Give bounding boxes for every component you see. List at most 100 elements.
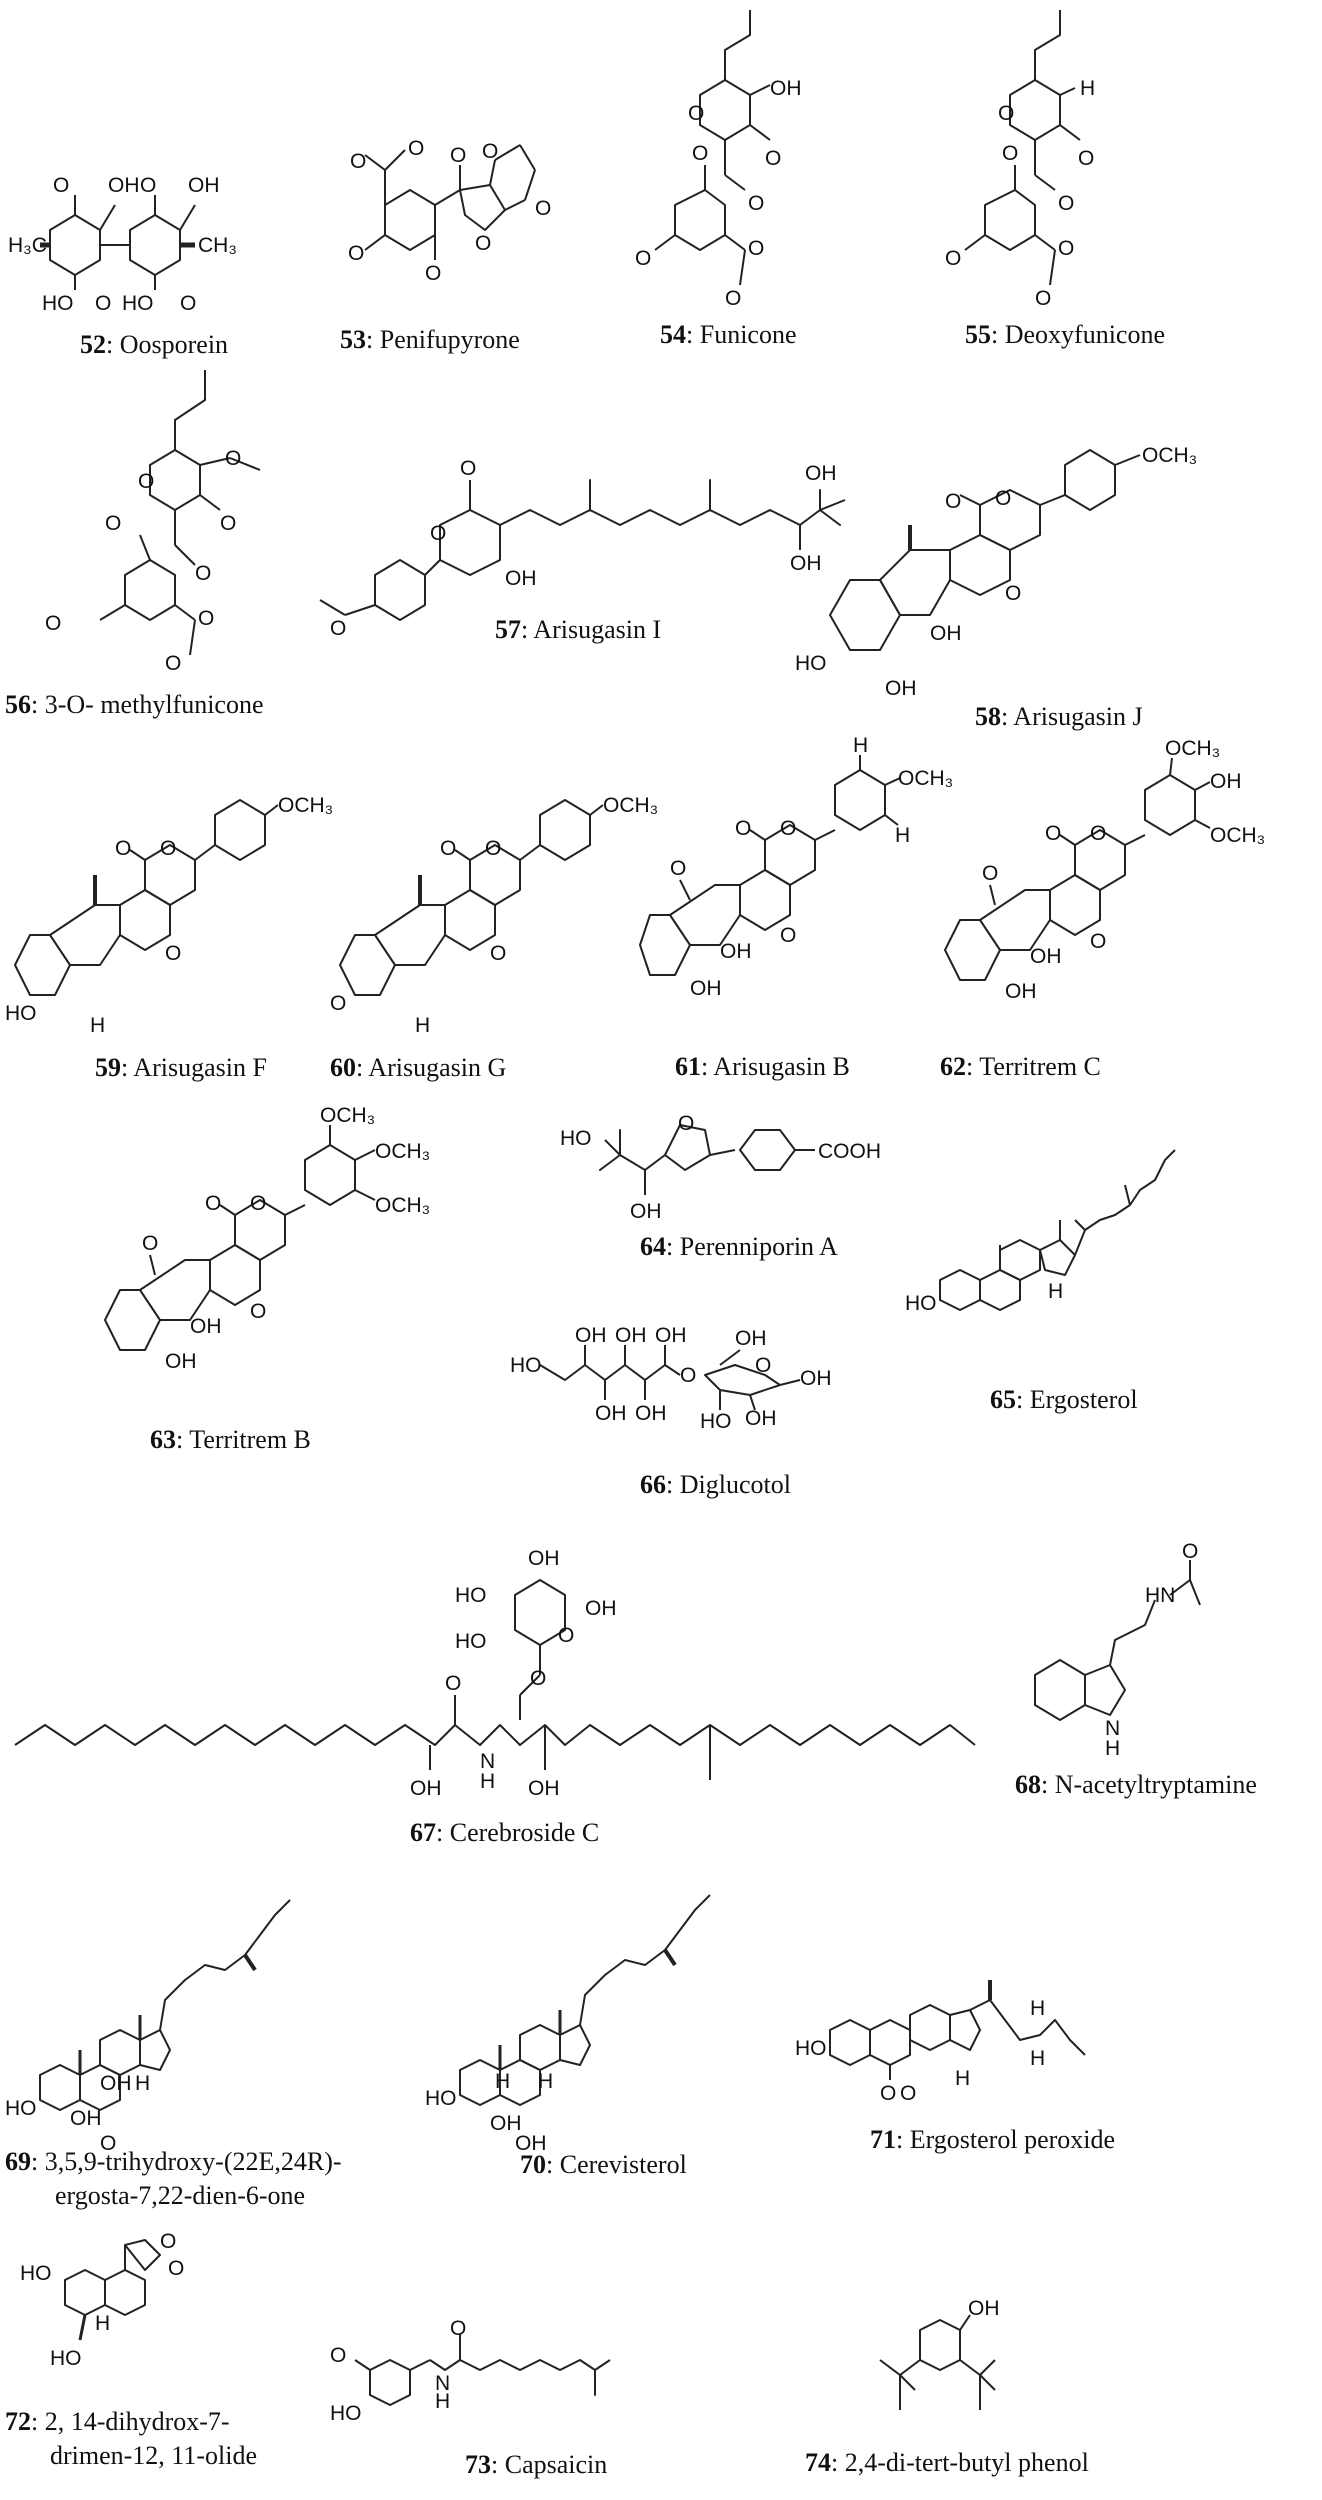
compound-label-71: 71: Ergosterol peroxide (870, 2125, 1116, 2154)
svg-text:OH: OH (735, 1327, 767, 1350)
structure-65-ergosterol: HOH (905, 1149, 1176, 1315)
svg-text:HO: HO (455, 1630, 487, 1653)
svg-text:O: O (450, 144, 466, 167)
svg-text:H: H (95, 2312, 110, 2335)
compound-label-57: 57: Arisugasin I (495, 615, 662, 644)
compound-label-62: 62: Territrem C (940, 1052, 1101, 1081)
compound-label-61: 61: Arisugasin B (675, 1052, 850, 1081)
compound-label-72-line1: 72: 2, 14-dihydrox-7- (5, 2407, 230, 2436)
svg-text:O: O (460, 457, 476, 480)
svg-text:OH: OH (720, 940, 752, 963)
compound-label-63: 63: Territrem B (150, 1425, 311, 1454)
svg-text:O: O (95, 292, 111, 315)
svg-text:OH: OH (1030, 945, 1062, 968)
svg-text:HO: HO (510, 1354, 542, 1377)
svg-text:OH: OH (885, 677, 917, 700)
svg-text:OH: OH (690, 977, 722, 1000)
svg-text:O: O (250, 1192, 266, 1215)
svg-text:HO: HO (5, 2097, 37, 2120)
svg-text:O: O (1090, 930, 1106, 953)
compound-label-64: 64: Perenniporin A (640, 1232, 838, 1261)
svg-text:OH: OH (930, 622, 962, 645)
svg-text:O: O (140, 174, 156, 197)
compound-label-60: 60: Arisugasin G (330, 1053, 507, 1082)
svg-text:O: O (900, 2082, 916, 2105)
svg-text:OH: OH (100, 2072, 132, 2095)
svg-text:H: H (1030, 1997, 1045, 2020)
svg-text:O: O (168, 2257, 184, 2280)
svg-text:O: O (1035, 287, 1051, 310)
compound-label-59: 59: Arisugasin F (95, 1053, 267, 1082)
compound-label-69: 69: 3,5,9-trihydroxy-(22E,24R)- ergosta-… (5, 2145, 342, 2213)
svg-text:O: O (225, 447, 241, 470)
svg-text:N: N (435, 2372, 450, 2395)
svg-text:OCH₃: OCH₃ (375, 1194, 430, 1217)
svg-text:O: O (1005, 582, 1021, 605)
svg-text:O: O (408, 137, 424, 160)
svg-text:O: O (180, 292, 196, 315)
svg-text:O: O (535, 197, 551, 220)
svg-text:HO: HO (20, 2262, 52, 2285)
svg-text:O: O (198, 607, 214, 630)
svg-text:O: O (945, 247, 961, 270)
svg-text:H: H (955, 2067, 970, 2090)
svg-text:O: O (250, 1300, 266, 1323)
compound-label-54: 54: Funicone (660, 320, 797, 349)
svg-text:OCH₃: OCH₃ (375, 1140, 430, 1163)
svg-text:O: O (195, 562, 211, 585)
svg-text:HO: HO (700, 1410, 732, 1433)
svg-text:OH: OH (585, 1597, 617, 1620)
svg-text:OH: OH (655, 1324, 687, 1347)
svg-text:O: O (490, 942, 506, 965)
svg-text:OH: OH (165, 1350, 197, 1373)
svg-text:O: O (748, 237, 764, 260)
svg-text:OH: OH (595, 1402, 627, 1425)
svg-text:OH: OH (108, 174, 140, 197)
svg-text:O: O (142, 1232, 158, 1255)
svg-text:HO: HO (425, 2087, 457, 2110)
svg-text:OCH₃: OCH₃ (1165, 737, 1220, 760)
svg-text:OH: OH (790, 552, 822, 575)
svg-text:O: O (530, 1667, 546, 1690)
svg-text:H: H (1080, 77, 1095, 100)
svg-text:O: O (450, 2317, 466, 2340)
svg-text:OH: OH (635, 1402, 667, 1425)
svg-text:HO: HO (122, 292, 154, 315)
svg-text:HO: HO (50, 2347, 82, 2370)
svg-text:O: O (755, 1354, 771, 1377)
svg-text:O: O (425, 262, 441, 285)
svg-text:OH: OH (528, 1547, 560, 1570)
compound-label-53: 53: Penifupyrone (340, 325, 520, 354)
svg-text:O: O (100, 2132, 116, 2155)
svg-text:O: O (995, 487, 1011, 510)
svg-text:OH: OH (615, 1324, 647, 1347)
svg-text:O: O (635, 247, 651, 270)
svg-text:H: H (415, 1014, 430, 1037)
svg-text:OH: OH (1210, 770, 1242, 793)
compound-label-66: 66: Diglucotol (640, 1470, 791, 1499)
svg-text:O: O (348, 242, 364, 265)
svg-text:OH: OH (188, 174, 220, 197)
svg-text:O: O (482, 140, 498, 163)
svg-text:O: O (1182, 1540, 1198, 1563)
compound-label-58: 58: Arisugasin J (975, 702, 1143, 731)
svg-text:O: O (558, 1624, 574, 1647)
svg-text:O: O (350, 150, 366, 173)
svg-text:HO: HO (560, 1127, 592, 1150)
compound-label-72: 72: 2, 14-dihydrox-7- drimen-12, 11-olid… (5, 2405, 257, 2473)
